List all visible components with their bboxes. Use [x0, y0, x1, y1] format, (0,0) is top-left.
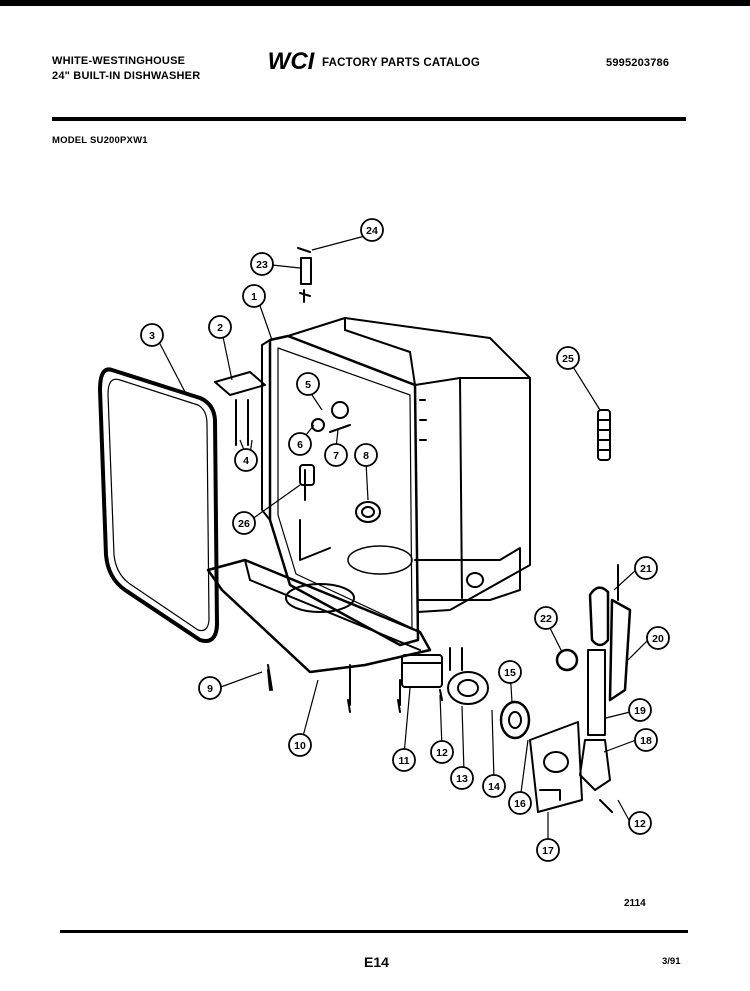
callout-25: 25	[562, 353, 574, 365]
callout-13: 13	[456, 773, 468, 785]
footer-rule	[60, 930, 688, 933]
callout-3: 3	[149, 330, 155, 342]
callout-11: 11	[398, 755, 409, 767]
diagram-number: 2114	[624, 898, 646, 909]
callout-14: 14	[488, 781, 500, 793]
callout-6: 6	[297, 439, 303, 451]
model-line: MODEL SU200PXW1	[52, 135, 148, 146]
catalog-number: 5995203786	[606, 57, 670, 69]
callout-20: 20	[652, 633, 664, 645]
catalog-title: FACTORY PARTS CATALOG	[322, 57, 480, 69]
header-rule	[52, 117, 686, 121]
callout-23: 23	[256, 259, 268, 271]
top-border	[0, 0, 750, 6]
page-number: E14	[364, 954, 389, 970]
logo-text: WCI	[268, 48, 316, 75]
callout-24: 24	[366, 225, 378, 237]
callout-21: 21	[640, 563, 652, 575]
callout-12b: 12	[634, 818, 646, 830]
brand-line-1: WHITE-WESTINGHOUSE	[52, 55, 186, 67]
callout-26: 26	[238, 518, 250, 530]
revision-date: 3/91	[662, 956, 681, 967]
callout-17: 17	[542, 845, 554, 857]
callout-16: 16	[514, 798, 526, 810]
callout-4: 4	[243, 455, 249, 467]
callout-1: 1	[251, 291, 257, 303]
callout-22: 22	[540, 613, 552, 625]
callout-15: 15	[504, 667, 516, 679]
callout-19: 19	[634, 705, 646, 717]
callout-12: 12	[436, 747, 448, 759]
callout-5: 5	[305, 379, 311, 391]
brand-line-2: 24" BUILT-IN DISHWASHER	[52, 70, 201, 82]
wci-logo: WCI	[262, 46, 320, 76]
callout-18: 18	[640, 735, 652, 747]
callout-7: 7	[333, 450, 339, 462]
callout-8: 8	[363, 450, 369, 462]
callout-9: 9	[207, 683, 213, 695]
callout-2: 2	[217, 322, 223, 334]
callout-10: 10	[294, 740, 306, 752]
